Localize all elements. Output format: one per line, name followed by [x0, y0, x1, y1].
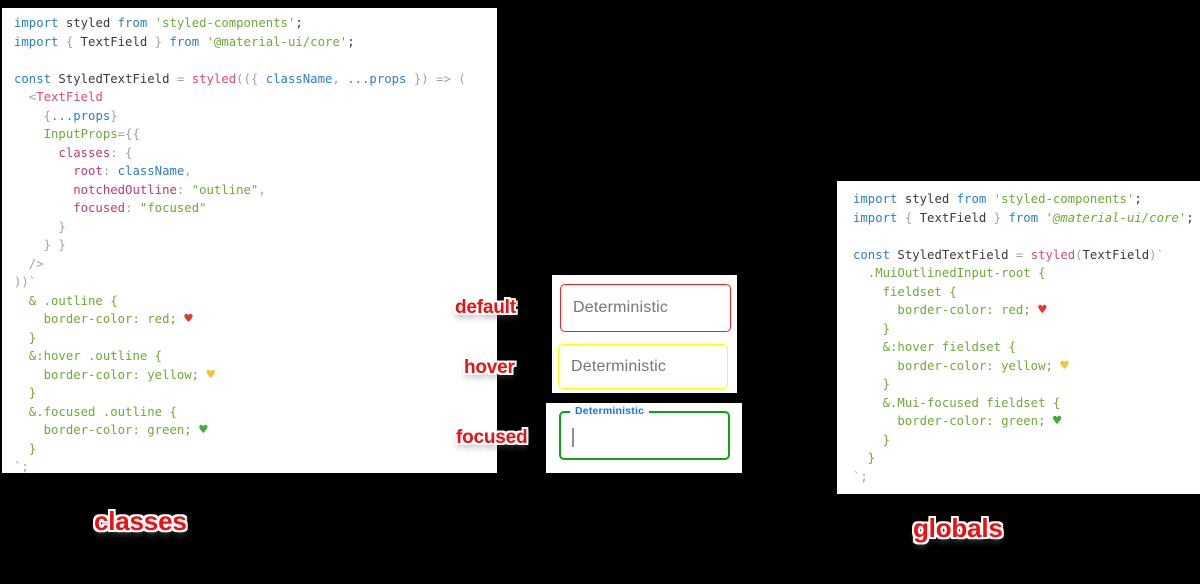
- textfield-hover[interactable]: Deterministic: [558, 344, 728, 389]
- textfield-default-label: Deterministic: [573, 299, 669, 316]
- code-panel-classes: import styled from 'styled-components';i…: [2, 8, 497, 474]
- caption-globals: globals: [913, 513, 1003, 543]
- code-panel-globals: import styled from 'styled-components';i…: [837, 181, 1200, 494]
- text-cursor: [572, 428, 574, 447]
- textfield-demo-panel-top: Deterministic Deterministic: [552, 275, 737, 393]
- textfield-focused-label: Deterministic: [570, 405, 650, 417]
- textfield-focused[interactable]: Deterministic: [559, 405, 730, 460]
- textfield-hover-label: Deterministic: [571, 357, 667, 375]
- state-label-focused: focused: [456, 427, 528, 448]
- textfield-demo-panel-bottom: Deterministic: [546, 403, 742, 473]
- caption-classes: classes: [94, 506, 187, 536]
- textfield-default[interactable]: Deterministic: [560, 284, 731, 332]
- state-label-default: default: [455, 297, 516, 318]
- state-label-hover: hover: [464, 357, 515, 378]
